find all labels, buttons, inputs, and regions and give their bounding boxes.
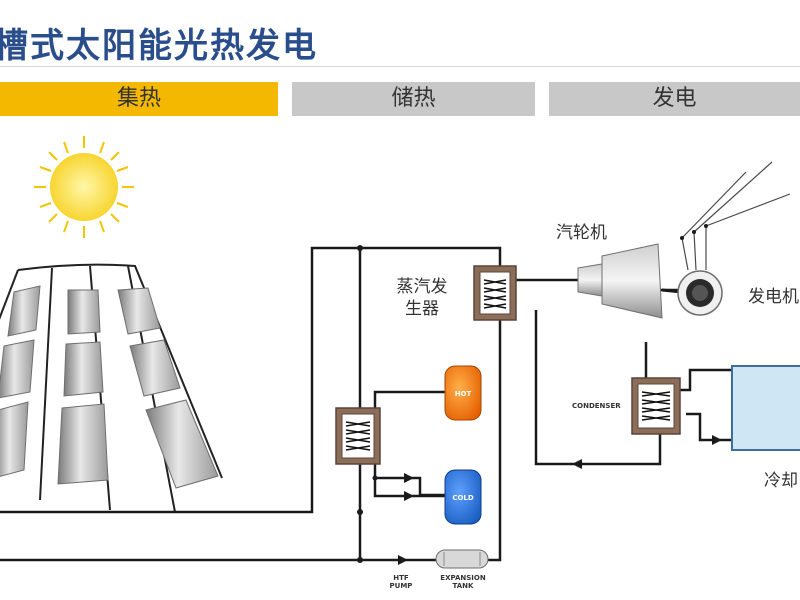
condenser-exchanger [631, 377, 681, 435]
htf-piping [0, 246, 740, 562]
flow-valves [398, 435, 722, 565]
generator [677, 270, 723, 316]
title-divider [0, 66, 800, 67]
storage-heat-exchanger [335, 407, 381, 465]
htf-pump-label: HTF PUMP [389, 574, 413, 590]
stage-generate: 发电 [549, 82, 800, 116]
expansion-tank-label: EXPANSION TANK [440, 574, 486, 590]
parabolic-trough-mirrors [0, 285, 219, 489]
stage-collect: 集热 [0, 82, 278, 116]
pipe-junctions [357, 245, 378, 563]
cold-tank-label: COLD [452, 494, 474, 502]
expansion-tank [435, 549, 489, 569]
stage-store: 储热 [292, 82, 535, 116]
turbine-label: 汽轮机 [556, 223, 607, 243]
power-lines [681, 161, 791, 271]
sun-icon [34, 136, 134, 238]
page-title: 槽式太阳能光热发电 [0, 26, 318, 66]
cold-tank [444, 469, 482, 525]
condenser-label: CONDENSER [572, 402, 621, 410]
steam-generator-label: 蒸汽发 生器 [396, 277, 448, 319]
turbine [577, 243, 663, 319]
steam-generator-exchanger [473, 265, 517, 321]
cooling-unit [731, 365, 800, 451]
hot-tank [444, 365, 482, 421]
cooling-label: 冷却 [764, 471, 798, 491]
generator-label: 发电机 [748, 287, 799, 307]
hot-tank-label: HOT [454, 390, 472, 398]
